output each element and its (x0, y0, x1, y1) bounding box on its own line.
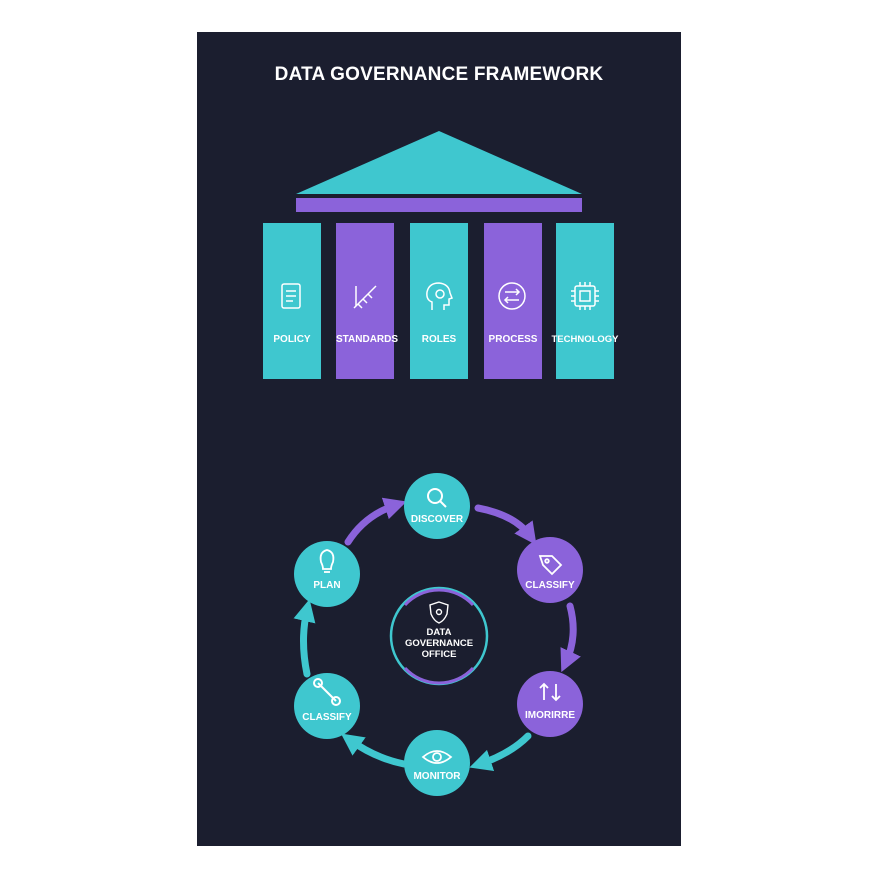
cycle-label-monitor: MONITOR (413, 771, 461, 782)
cycle-arrow-classify-plan (293, 599, 316, 678)
cycle-node-classify-tag (517, 537, 583, 603)
wrench-icon (313, 678, 341, 706)
arrows-exchange-icon (498, 282, 526, 310)
pillar-label-roles: ROLES (421, 334, 457, 345)
chip-icon (571, 282, 599, 310)
scroll-icon (281, 283, 301, 309)
cycle-label-classify: CLASSIFY (525, 580, 575, 591)
cycle-node-plan (294, 541, 360, 607)
center-label-line2: GOVERNANCE (404, 638, 474, 649)
temple-roof (296, 131, 582, 194)
pillar-label-standards: STANDARDS (336, 334, 399, 345)
cycle-arrow-discover-classify (474, 504, 537, 546)
cycle-label-classify-2: CLASSIFY (302, 712, 352, 723)
page-title: DATA GOVERNANCE FRAMEWORK (274, 64, 604, 85)
cycle-node-imorirre (517, 671, 583, 737)
pillar-process (484, 223, 542, 379)
cycle-label-imorirre: IMORIRRE (525, 710, 575, 721)
cycle-label-discover: DISCOVER (410, 514, 464, 525)
head-gear-icon (426, 282, 453, 310)
search-icon (427, 488, 447, 508)
pillar-label-technology: TECHNOLOGY (551, 334, 619, 345)
ruler-pencil-icon (353, 285, 377, 309)
temple-beam (296, 198, 582, 212)
cycle-arrow-plan-discover (344, 497, 407, 546)
cycle-label-plan: PLAN (313, 580, 341, 591)
center-label-line1: DATA (426, 627, 452, 638)
cycle-node-discover (404, 473, 470, 539)
center-ring-arc (403, 588, 475, 607)
tag-icon (538, 555, 563, 576)
cycle-arrow-monitor-classify (340, 733, 408, 768)
shield-icon (429, 601, 449, 624)
lightbulb-icon (319, 549, 335, 573)
pillar-roles (410, 223, 468, 379)
center-label: DATA GOVERNANCE OFFICE (389, 627, 489, 660)
pillar-label-process: PROCESS (488, 334, 538, 345)
center-ring-arc-lower (403, 666, 475, 685)
arrows-updown-icon (539, 682, 561, 702)
cycle-arrow-imorirre-monitor (469, 732, 532, 772)
cycle-arrow-classify-imorirre (560, 602, 581, 673)
cycle-node-classify-wrench (294, 673, 360, 739)
center-label-line3: OFFICE (421, 649, 457, 660)
eye-icon (421, 750, 453, 764)
pillar-label-policy: POLICY (273, 334, 311, 345)
